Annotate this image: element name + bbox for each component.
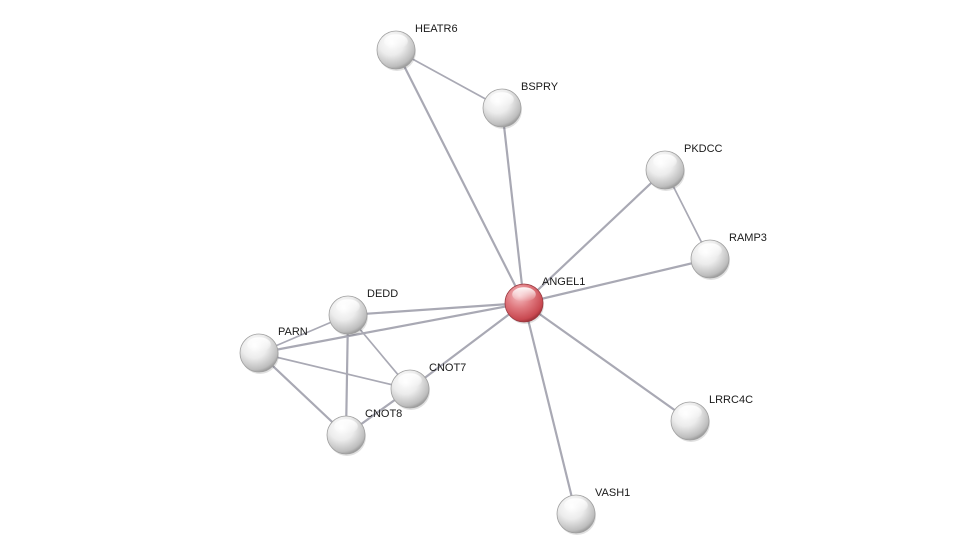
edge-heatr6-bspry [395, 49, 503, 109]
node-vash1[interactable]: VASH1 [556, 487, 630, 535]
node-highlight [564, 498, 588, 513]
edge-angel1-heatr6 [394, 48, 526, 305]
node-label: CNOT7 [429, 362, 466, 374]
node-dedd[interactable]: DEDD [328, 288, 398, 336]
node-highlight [398, 373, 422, 388]
node-ramp3[interactable]: RAMP3 [690, 232, 767, 280]
edge-parn-cnot8 [257, 351, 348, 437]
node-highlight [678, 405, 702, 420]
node-label: BSPRY [521, 81, 559, 93]
node-highlight [334, 419, 358, 434]
node-label: DEDD [367, 288, 398, 300]
node-highlight [384, 34, 408, 49]
node-label: LRRC4C [709, 394, 753, 406]
node-label: PKDCC [684, 143, 723, 155]
node-label: RAMP3 [729, 232, 767, 244]
node-pkdcc[interactable]: PKDCC [645, 143, 723, 191]
node-heatr6[interactable]: HEATR6 [376, 23, 458, 71]
edges-layer [257, 48, 712, 516]
node-highlight [247, 337, 271, 352]
edge-angel1-dedd [346, 301, 526, 317]
node-highlight [490, 92, 514, 107]
node-cnot8[interactable]: CNOT8 [326, 408, 402, 456]
node-highlight [698, 243, 722, 258]
node-highlight [336, 299, 360, 314]
node-parn[interactable]: PARN [239, 326, 308, 374]
node-highlight [512, 287, 536, 302]
node-label: ANGEL1 [542, 276, 585, 288]
node-cnot7[interactable]: CNOT7 [390, 362, 466, 410]
edge-angel1-cnot7 [408, 301, 526, 391]
edge-angel1-parn [257, 301, 526, 355]
edge-dedd-cnot8 [344, 313, 350, 437]
edge-angel1-vash1 [522, 301, 578, 516]
edge-angel1-lrrc4c [522, 301, 692, 423]
node-label: CNOT8 [365, 408, 402, 420]
node-label: PARN [278, 326, 308, 338]
edge-angel1-ramp3 [522, 257, 712, 305]
node-angel1[interactable]: ANGEL1 [504, 276, 585, 324]
node-label: HEATR6 [415, 23, 458, 35]
node-highlight [653, 154, 677, 169]
edge-parn-cnot7 [258, 352, 411, 390]
node-label: VASH1 [595, 487, 630, 499]
node-bspry[interactable]: BSPRY [482, 81, 559, 129]
node-lrrc4c[interactable]: LRRC4C [670, 394, 753, 442]
edge-angel1-pkdcc [522, 168, 667, 305]
edge-angel1-bspry [500, 106, 526, 305]
